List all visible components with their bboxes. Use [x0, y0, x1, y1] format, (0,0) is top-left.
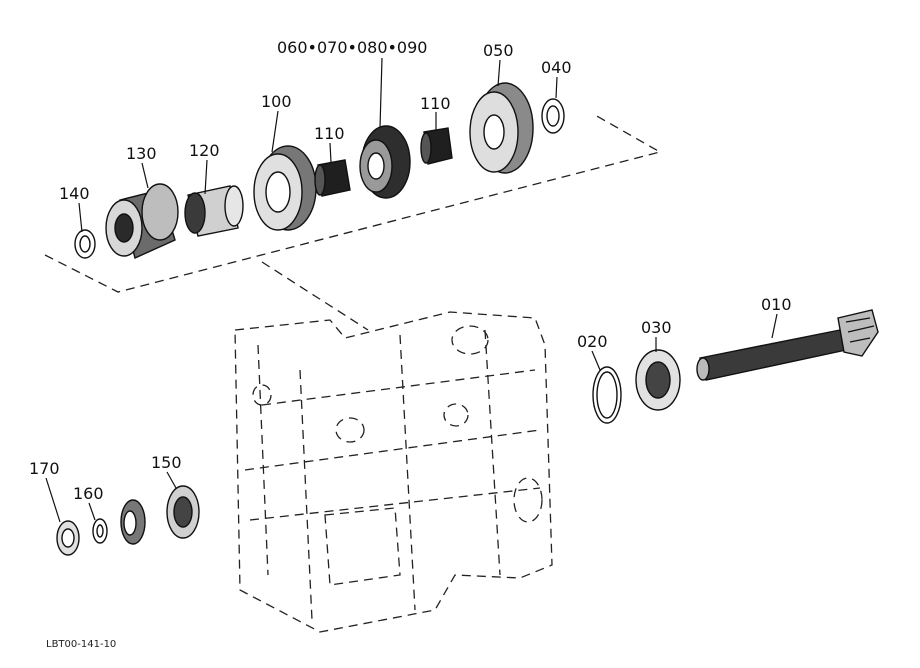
callout-030: 030	[641, 318, 672, 337]
callout-060-090: 060•070•080•090	[277, 38, 427, 57]
callout-labels: 140 130 120 100 110 060•070•080•090 110 …	[29, 38, 792, 503]
case-boss-2	[443, 403, 469, 427]
part-170-seal	[56, 520, 80, 556]
part-110-needle-bearing-b	[420, 127, 453, 165]
case-boss-4	[513, 477, 543, 523]
part-030-bearing	[635, 349, 681, 411]
part-020-snap-ring	[592, 366, 622, 424]
case-boss-5	[252, 384, 272, 406]
callout-110-b: 110	[420, 94, 451, 113]
callout-040: 040	[541, 58, 572, 77]
part-010-pinion-shaft	[696, 309, 879, 381]
callout-120: 120	[189, 141, 220, 160]
part-120-splined-sleeve	[184, 185, 244, 237]
part-040-washer	[541, 98, 565, 134]
part-050-gear	[469, 82, 534, 174]
part-160-ring	[92, 518, 108, 544]
part-140-washer	[74, 229, 96, 259]
part-130-gear	[105, 183, 179, 259]
callout-140: 140	[59, 184, 90, 203]
part-100-gear	[253, 145, 317, 231]
callout-110-a: 110	[314, 124, 345, 143]
case-boss-1	[335, 417, 365, 443]
leader-lines	[45, 57, 778, 523]
callout-050: 050	[483, 41, 514, 60]
drawing-code: LBT00-141-10	[46, 639, 116, 650]
upper-assembly-dashed-outline	[44, 114, 662, 331]
callout-130: 130	[126, 144, 157, 163]
part-small-gear	[120, 499, 146, 545]
callout-170: 170	[29, 459, 60, 478]
part-110-needle-bearing-a	[314, 159, 351, 197]
callout-160: 160	[73, 484, 104, 503]
callout-100: 100	[261, 92, 292, 111]
transmission-case	[234, 311, 553, 633]
callout-010: 010	[761, 295, 792, 314]
part-150-bearing	[166, 485, 200, 539]
callout-020: 020	[577, 332, 608, 351]
part-060-090-synchro-gear	[359, 125, 411, 199]
case-boss-3	[451, 325, 489, 355]
callout-150: 150	[151, 453, 182, 472]
